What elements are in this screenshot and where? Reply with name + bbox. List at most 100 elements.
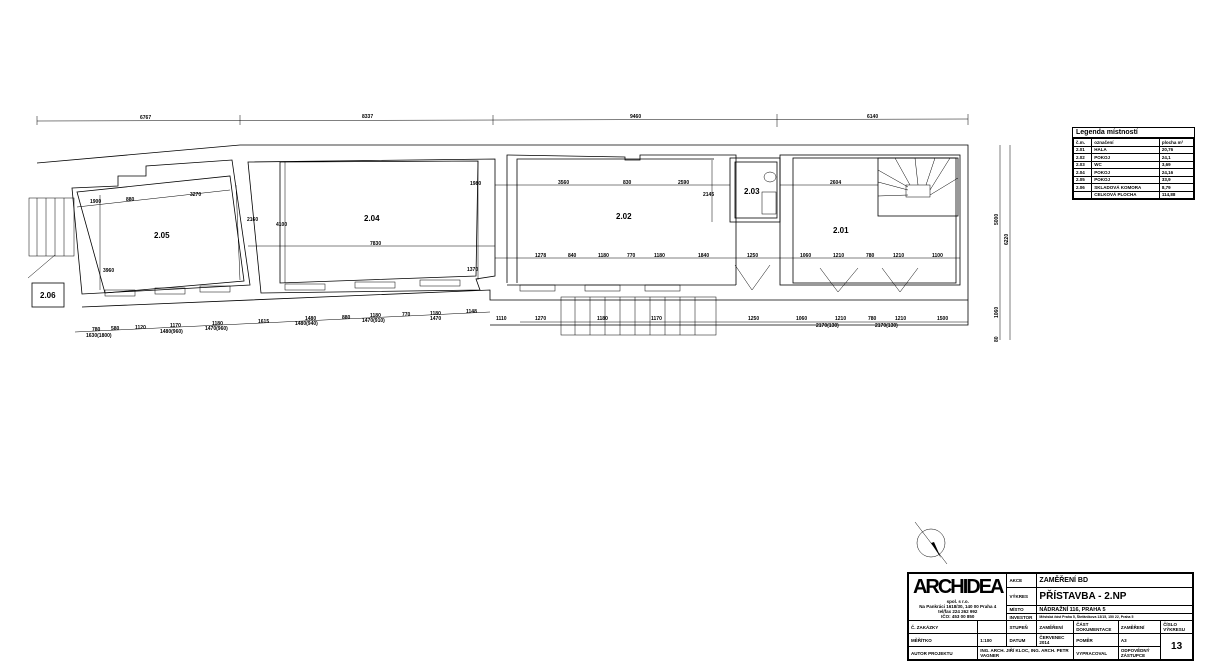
- dimension-label: 1630(1800): [86, 333, 112, 339]
- dimension-label: 2160: [247, 217, 258, 223]
- dimension-label: 1100: [932, 253, 943, 259]
- dimension-label: 1180: [654, 253, 665, 259]
- dimension-label: 1480(960): [160, 329, 183, 335]
- misto-value: NÁDRAŽNÍ 116, PRAHA 5: [1036, 604, 1193, 615]
- dimension-label: 1900: [90, 199, 101, 205]
- label: ČÁST DOKUMENTACE: [1073, 620, 1119, 635]
- dimension-label: 3960: [103, 268, 114, 274]
- dim-label: 6140: [867, 114, 878, 120]
- room-label-2-04: 2.04: [364, 214, 380, 223]
- dimension-label: 1180: [598, 253, 609, 259]
- dimension-label: 1250: [748, 316, 759, 322]
- label: VÝKRES: [1006, 587, 1038, 606]
- dimension-label: 880: [342, 315, 351, 321]
- right-dimension-labels: 5000 6220 1060 80: [994, 214, 1010, 342]
- dimension-label: 830: [623, 180, 632, 186]
- dimension-label: 1170: [651, 316, 662, 322]
- dimension-label: 1120: [135, 325, 146, 331]
- date-value: ČERVENEC 2014: [1036, 633, 1075, 648]
- dimension-label: 1210: [833, 253, 844, 259]
- room-label-2-01: 2.01: [833, 226, 849, 235]
- dimension-label: 2.06: [1072, 183, 1093, 192]
- cast-value: POMĚR: [1073, 633, 1119, 648]
- dimension-label: 780: [92, 327, 101, 333]
- dimension-label: 770: [627, 253, 636, 259]
- dimension-label: 1980: [470, 181, 481, 187]
- company-line: spol. s r.o.: [946, 598, 969, 604]
- dimension-label: 20,76: [1158, 145, 1195, 154]
- dimension-label: 1180: [212, 321, 223, 327]
- dimension-label: 1060: [800, 253, 811, 259]
- dimension-label: 840: [568, 253, 577, 259]
- dimension-label: 1500: [937, 316, 948, 322]
- dimension-label: 1470(960): [205, 326, 228, 332]
- dimension-label: 770: [402, 312, 411, 318]
- dimension-label: 6220: [1004, 234, 1010, 245]
- dimension-label: 2604: [830, 180, 841, 186]
- drawing-title: PŘÍSTAVBA - 2.NP: [1036, 587, 1193, 606]
- dimension-label: 3270: [190, 192, 201, 198]
- scale-value: 1:100: [977, 633, 1008, 648]
- vypracoval-value: ODPOVĚDNÝ ZÁSTUPCE: [1117, 646, 1162, 660]
- dimension-label: 1180: [430, 311, 441, 317]
- dim-label: 8337: [362, 114, 373, 120]
- dimension-label: 1210: [835, 316, 846, 322]
- dimension-label: 1480: [305, 316, 316, 322]
- dimension-label: 1060: [994, 307, 1000, 318]
- dimension-label: 1270: [535, 316, 546, 322]
- company-line: IČO: 453 00 850: [941, 613, 975, 619]
- label: VYPRACOVAL: [1073, 646, 1119, 660]
- dimension-label: POKOJ: [1091, 175, 1160, 184]
- dimension-label: 1180: [597, 316, 608, 322]
- label: STUPEŇ: [1006, 620, 1038, 635]
- legend-header: č.m.: [1072, 138, 1093, 147]
- label: INVESTOR: [1006, 613, 1038, 622]
- dimension-label: 1370: [467, 267, 478, 273]
- dimension-label: 8,79: [1158, 183, 1195, 192]
- label: DATUM: [1006, 633, 1038, 648]
- label: AUTOR PROJEKTU: [907, 646, 979, 660]
- room-label-2-05: 2.05: [154, 231, 170, 240]
- label: Č. ZAKÁZKY: [907, 620, 979, 635]
- dimension-label: 5000: [994, 214, 1000, 225]
- dimension-label: 2.04: [1072, 168, 1093, 177]
- title-block: ARCHIDEA spol. s r.o. Na Pankráci 1618/3…: [907, 572, 1194, 661]
- dimension-label: 880: [126, 197, 135, 203]
- dimension-label: 33,9: [1158, 175, 1195, 184]
- legend-header: plocha m²: [1158, 138, 1195, 147]
- bottom-dimension-labels: 780 580 1120 1170 1180 1615 1480 880 118…: [86, 309, 948, 339]
- dimension-label: 2.01: [1072, 145, 1093, 154]
- akce-value: ZAMĚŘENÍ BD: [1036, 573, 1193, 588]
- interior-dimension-lines: [74, 145, 1011, 340]
- legend-title: Legenda místností: [1073, 128, 1194, 138]
- dimension-label: 1470(910): [362, 318, 385, 324]
- dim-label: 9460: [630, 114, 641, 120]
- company-line: tel/fax 224 262 992: [938, 608, 978, 614]
- dimension-label: 1210: [893, 253, 904, 259]
- dimension-label: 24,16: [1158, 168, 1195, 177]
- walls: [27, 144, 969, 336]
- room-label-2-06: 2.06: [40, 291, 56, 300]
- dimension-label: 2170(130): [816, 323, 839, 329]
- dimension-label: 2.03: [1072, 160, 1093, 169]
- dimension-label: 1250: [747, 253, 758, 259]
- dimension-label: 580: [111, 326, 120, 332]
- dimension-label: WC: [1091, 160, 1160, 169]
- label: MĚŘÍTKO: [907, 633, 979, 648]
- dimension-label: 1840: [698, 253, 709, 259]
- north-arrow-icon: [914, 521, 948, 565]
- dimension-label: POKOJ: [1091, 153, 1160, 162]
- dimension-label: 780: [868, 316, 877, 322]
- dimension-label: POKOJ: [1091, 168, 1160, 177]
- dimension-label: 1170: [170, 323, 181, 329]
- dimension-label: 1278: [535, 253, 546, 259]
- dimension-label: 1148: [466, 309, 477, 315]
- room-label-2-03: 2.03: [744, 187, 760, 196]
- dimension-label: 1470: [430, 316, 441, 322]
